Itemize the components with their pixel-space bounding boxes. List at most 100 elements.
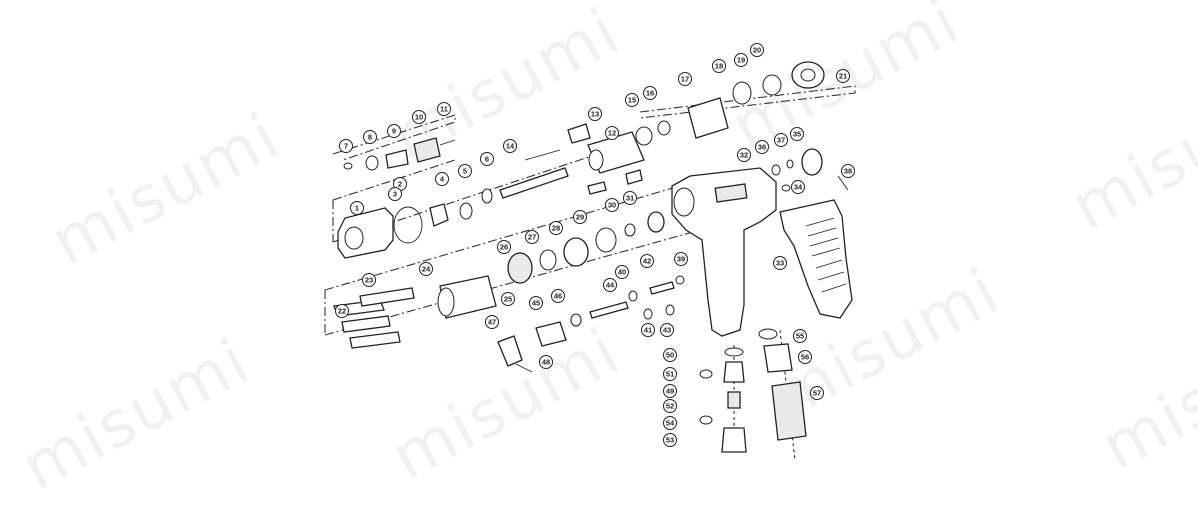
part-seal-40 (628, 290, 638, 302)
callout-32: 32 (737, 148, 751, 162)
callout-circle (660, 323, 674, 337)
callout-circle (737, 148, 751, 162)
callout-56: 56 (798, 350, 812, 364)
part-valve-stem-44 (589, 301, 629, 319)
callout-circle (363, 130, 377, 144)
part-trigger-47 (497, 335, 523, 367)
callout-21: 21 (836, 69, 850, 83)
part-knob-35 (801, 148, 823, 176)
part-pin-6b (587, 181, 607, 195)
callout-number: 13 (591, 110, 599, 119)
callout-46: 46 (551, 289, 565, 303)
housing-front-bore (673, 187, 695, 217)
callout-25: 25 (501, 292, 515, 306)
callout-number: 35 (793, 130, 801, 139)
part-gasket-50 (724, 347, 744, 357)
callout-circle (663, 348, 677, 362)
part-end-cap-bore (800, 68, 816, 82)
callout-circle (678, 72, 692, 86)
part-spring-36 (771, 164, 781, 176)
callout-3: 3 (388, 187, 402, 201)
part-ring-46 (570, 313, 582, 327)
callout-5: 5 (458, 164, 472, 178)
callout-circle (798, 350, 812, 364)
callout-circle (503, 139, 517, 153)
callout-circle (663, 416, 677, 430)
part-pin-38 (837, 175, 849, 191)
callout-circle (529, 296, 543, 310)
callout-number: 8 (368, 133, 372, 142)
callout-15: 15 (625, 93, 639, 107)
callout-number: 25 (504, 295, 512, 304)
callout-circle (663, 384, 677, 398)
callout-48: 48 (539, 355, 553, 369)
callout-36: 36 (755, 140, 769, 154)
lower-group-top-edge (324, 179, 701, 291)
callout-number: 36 (758, 143, 766, 152)
part-coupler-57 (771, 381, 807, 441)
callout-circle (335, 304, 349, 318)
callout-10: 10 (412, 110, 426, 124)
part-ring-51 (699, 369, 713, 379)
part-ring-8 (365, 155, 379, 171)
callout-circle (437, 102, 451, 116)
callout-circle (641, 323, 655, 337)
callout-number: 49 (666, 387, 674, 396)
part-bearing-19 (762, 74, 782, 96)
callout-number: 15 (628, 96, 636, 105)
callout-circle (663, 399, 677, 413)
callout-number: 21 (839, 72, 847, 81)
part-bearing-16 (657, 120, 671, 136)
callout-52: 52 (663, 399, 677, 413)
callout-circle (793, 329, 807, 343)
callout-number: 44 (606, 281, 615, 290)
callout-8: 8 (363, 130, 377, 144)
callout-circle (774, 133, 788, 147)
callout-circle (387, 124, 401, 138)
callout-34: 34 (791, 180, 805, 194)
part-small-ring-7 (343, 162, 353, 170)
callout-circle (435, 172, 449, 186)
callout-4: 4 (435, 172, 449, 186)
callout-27: 27 (525, 230, 539, 244)
callout-circle (339, 139, 353, 153)
callout-circle (841, 164, 855, 178)
callout-50: 50 (663, 348, 677, 362)
callout-number: 57 (813, 389, 821, 398)
callout-number: 47 (488, 318, 496, 327)
part-o-ring-41 (643, 308, 653, 320)
callout-circle (388, 187, 402, 201)
callout-19: 19 (734, 53, 748, 67)
callout-16: 16 (643, 86, 657, 100)
callout-29: 29 (573, 210, 587, 224)
callout-number: 7 (344, 142, 348, 151)
callout-number: 23 (365, 276, 373, 285)
callout-number: 38 (844, 167, 852, 176)
callout-circle (603, 278, 617, 292)
callout-number: 50 (666, 351, 674, 360)
clutch-section (524, 61, 825, 195)
callout-circle (734, 53, 748, 67)
part-o-ring-43 (665, 304, 675, 316)
callout-circle (640, 254, 654, 268)
callout-number: 3 (393, 190, 397, 199)
part-vane-22b (341, 315, 391, 333)
callout-circle (712, 59, 726, 73)
callout-39: 39 (674, 252, 688, 266)
callout-number: 42 (643, 257, 651, 266)
part-spring-39 (675, 275, 685, 285)
callout-number: 53 (666, 436, 674, 445)
part-fitting-49 (723, 361, 745, 383)
part-spring-31 (647, 211, 665, 233)
callout-circle (615, 265, 629, 279)
part-knurled-nut-10 (413, 137, 441, 163)
part-main-housing-32 (671, 167, 777, 337)
grip-texture (805, 217, 847, 293)
callout-22: 22 (335, 304, 349, 318)
part-rotor-plate-26 (507, 252, 533, 284)
air-fittings (699, 328, 807, 453)
callout-number: 31 (626, 194, 634, 203)
callout-17: 17 (678, 72, 692, 86)
